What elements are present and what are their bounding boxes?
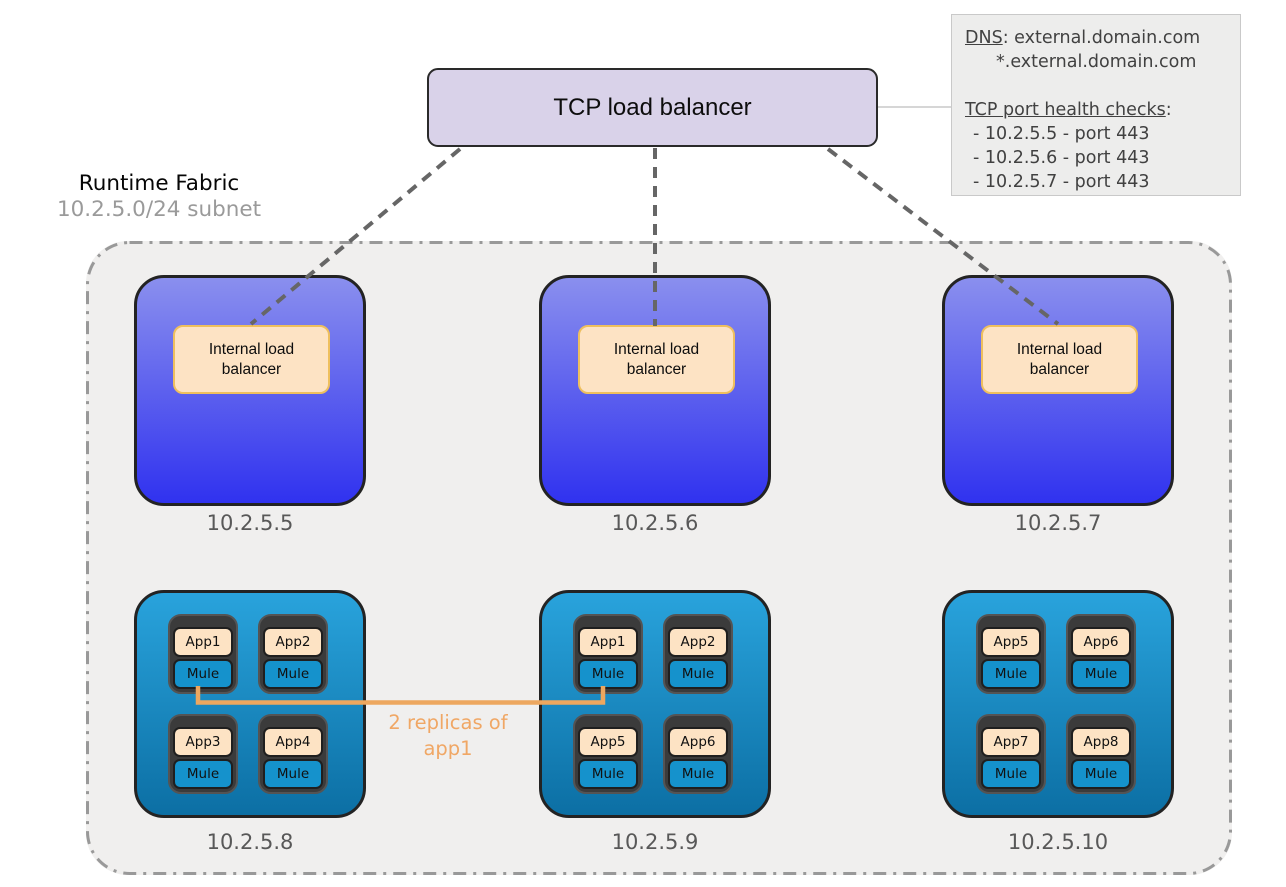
app-container: App2 Mule [258,614,328,694]
internal-load-balancer-box: Internal load balancer [981,325,1138,394]
app-container: App1 Mule [168,614,238,694]
health-checks-colon: : [1165,100,1172,120]
app-chip: App6 [1071,627,1131,657]
worker-node-10-2-5-10: App5 Mule App6 Mule App7 Mule App8 Mule [942,590,1174,818]
app-chip: App7 [981,727,1041,757]
node-ip-label: 10.2.5.8 [206,830,294,854]
app-container: App3 Mule [168,714,238,794]
dns-health-info-box: DNS: external.domain.com *.external.doma… [951,14,1241,196]
app-chip: App3 [173,727,233,757]
mule-chip: Mule [263,659,323,689]
mule-chip: Mule [981,659,1041,689]
dns-wildcard-line: *.external.domain.com [996,52,1197,72]
health-checks-title: TCP port health checks [965,100,1166,120]
app-container: App6 Mule [1066,614,1136,694]
mule-chip: Mule [981,759,1041,789]
health-check-item: - 10.2.5.5 - port 443 [973,124,1150,144]
worker-node-10-2-5-9: App1 Mule App2 Mule App5 Mule App6 Mule [539,590,771,818]
app-chip: App1 [578,627,638,657]
internal-load-balancer-box: Internal load balancer [173,325,330,394]
mule-chip: Mule [1071,759,1131,789]
app-chip: App8 [1071,727,1131,757]
dns-value: : external.domain.com [1002,28,1201,48]
app-container: App4 Mule [258,714,328,794]
app-container: App5 Mule [976,614,1046,694]
node-ip-label: 10.2.5.7 [1014,511,1102,535]
mule-chip: Mule [173,759,233,789]
app-container: App6 Mule [663,714,733,794]
mule-chip: Mule [668,659,728,689]
node-ip-label: 10.2.5.9 [611,830,699,854]
lb-node-10-2-5-5: Internal load balancer [134,275,366,506]
dns-line: DNS: external.domain.com [965,26,1232,50]
app-container: App2 Mule [663,614,733,694]
app-chip: App1 [173,627,233,657]
mule-chip: Mule [578,659,638,689]
app-container: App5 Mule [573,714,643,794]
app-chip: App5 [578,727,638,757]
runtime-fabric-title: Runtime Fabric [78,171,240,196]
worker-node-10-2-5-8: App1 Mule App2 Mule App3 Mule App4 Mule [134,590,366,818]
dns-label: DNS [965,28,1003,48]
node-ip-label: 10.2.5.5 [206,511,294,535]
mule-chip: Mule [263,759,323,789]
runtime-fabric-label: Runtime Fabric 10.2.5.0/24 subnet [35,171,283,223]
health-check-item: - 10.2.5.7 - port 443 [973,172,1150,192]
health-checks-title-line: TCP port health checks: [965,98,1232,122]
info-spacer [965,74,1232,98]
mule-chip: Mule [1071,659,1131,689]
lb-node-10-2-5-6: Internal load balancer [539,275,771,506]
app-chip: App2 [668,627,728,657]
mule-chip: Mule [668,759,728,789]
internal-load-balancer-box: Internal load balancer [578,325,735,394]
health-check-item: - 10.2.5.6 - port 443 [973,148,1150,168]
mule-chip: Mule [578,759,638,789]
app-chip: App2 [263,627,323,657]
node-ip-label: 10.2.5.6 [611,511,699,535]
tcp-load-balancer-box: TCP load balancer [427,68,878,147]
app-container: App1 Mule [573,614,643,694]
replica-annotation: 2 replicas of app1 [388,711,508,760]
node-ip-label: 10.2.5.10 [1007,830,1109,854]
mule-chip: Mule [173,659,233,689]
lb-node-10-2-5-7: Internal load balancer [942,275,1174,506]
app-chip: App4 [263,727,323,757]
runtime-fabric-subnet: 10.2.5.0/24 subnet [56,197,262,222]
app-container: App8 Mule [1066,714,1136,794]
app-chip: App6 [668,727,728,757]
app-container: App7 Mule [976,714,1046,794]
app-chip: App5 [981,627,1041,657]
tcp-load-balancer-label: TCP load balancer [553,93,752,121]
